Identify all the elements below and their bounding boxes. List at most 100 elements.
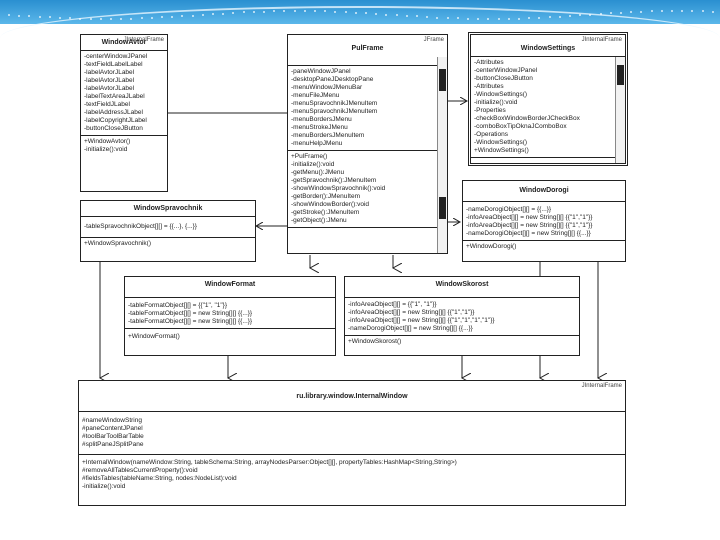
class-name: WindowSkorost	[345, 277, 579, 298]
header-dot	[650, 10, 653, 13]
class-method-row: -getMenu():JMenu	[291, 169, 345, 176]
class-attribute-row: -WindowSettings()	[474, 139, 528, 146]
header-dot	[59, 16, 61, 19]
class-window-skorost: WindowSkorost -infoAreaObject[][] = {{"1…	[344, 276, 580, 356]
class-attributes: -infoAreaObject[][] = {{"1", "1"}}-infoA…	[345, 298, 579, 336]
header-dot	[201, 13, 204, 16]
header-dot	[711, 10, 714, 13]
scrollbar-thumb[interactable]	[617, 65, 624, 85]
class-attribute-row: -infoAreaObject[][] = new String[][] {{"…	[466, 214, 593, 221]
class-attribute-row: -paneWindowJPanel	[291, 68, 351, 75]
class-method-row: -showWindowBorder():void	[291, 201, 370, 208]
class-window-settings: JInternalFrame WindowSettings -Attribute…	[468, 32, 628, 166]
header-dot	[48, 16, 51, 19]
header-dot	[620, 11, 622, 14]
header-dot	[507, 17, 510, 20]
header-dot	[283, 10, 286, 13]
header-dot	[405, 14, 408, 17]
class-attribute-row: -labelAvtorJLabel	[84, 69, 135, 76]
class-attribute-row: -infoAreaObject[][] = new String[][] {{"…	[348, 317, 495, 324]
header-dot	[8, 14, 10, 16]
class-name: WindowSpravochnik	[81, 201, 255, 217]
header-dot	[191, 14, 194, 17]
header-dot	[609, 12, 612, 15]
header-dot	[538, 16, 541, 19]
class-method-row: +InternalWindow(nameWindow:String, table…	[82, 459, 457, 466]
class-attribute-row: -buttonCloseJButton	[84, 125, 143, 132]
scrollbar[interactable]	[437, 57, 447, 253]
class-attribute-row: -comboBoxTipOknaJComboBox	[474, 123, 567, 130]
class-attribute-row: -menuHelpJMenu	[291, 140, 343, 147]
header-dot	[140, 17, 143, 20]
class-method-row: -initialize():void	[291, 161, 335, 168]
class-attribute-row: -menuStrokeJMenu	[291, 124, 348, 131]
header-dot	[110, 17, 112, 20]
class-attribute-row: -labelAvtorJLabel	[84, 77, 135, 84]
class-attribute-row: -infoAreaObject[][] = new String[][] {{"…	[348, 309, 475, 316]
class-attribute-row: -labelTextAreaJLabel	[84, 93, 145, 100]
class-attribute-row: -nameDorogiObject[][] = {{...}}	[466, 206, 552, 213]
class-attribute-row: -tableFormatObject[][] = {{"1", "1"}}	[128, 302, 228, 309]
class-method-row: +WindowAvtor()	[84, 138, 131, 145]
header-dot	[222, 12, 225, 15]
header-dot	[28, 15, 31, 18]
class-attribute-row: -menuSpravochnikJMenuItem	[291, 100, 378, 107]
class-method-row: +WindowSkorost()	[348, 338, 402, 345]
class-attribute-row: -nameDorogiObject[][] = new String[][] {…	[348, 325, 473, 332]
class-attribute-row: -menuBordersJMenu	[291, 116, 352, 123]
header-dot	[354, 11, 357, 14]
class-method-row: #removeAllTablesCurrentProperty():void	[82, 467, 198, 474]
header-dot	[660, 10, 663, 13]
header-dot	[293, 10, 296, 13]
class-stereotype: JInternalFrame	[581, 37, 622, 43]
class-attributes: -centerWindowJPanel-textFieldLabelLabel-…	[81, 51, 167, 136]
header-dot	[314, 10, 316, 13]
header-dot	[467, 17, 469, 20]
header-dot	[599, 13, 602, 16]
class-attribute-row: -infoAreaObject[][] = new String[][] {{"…	[466, 222, 593, 229]
class-attribute-row: -tableFormatObject[][] = new String[][] …	[128, 310, 253, 317]
class-method-row: +WindowFormat()	[128, 333, 180, 340]
header-dot	[701, 10, 704, 13]
class-method-row: -getStroke():JMenuItem	[291, 209, 360, 216]
header-dot	[446, 17, 449, 20]
class-method-row: -showWindowSpravochnik():void	[291, 185, 386, 192]
header-dot	[385, 13, 388, 16]
class-method-row: #fieldsTables(tableName:String, nodes:No…	[82, 475, 237, 482]
scrollbar-thumb[interactable]	[439, 197, 446, 219]
header-dot	[375, 12, 378, 15]
scrollbar[interactable]	[615, 57, 625, 163]
header-dot	[589, 13, 592, 16]
class-internal-window: JInternalFrame ru.library.window.Interna…	[78, 380, 626, 506]
class-attribute-row: #toolBarToolBarTable	[82, 433, 144, 440]
header-dot	[528, 17, 531, 20]
class-methods: +WindowSpravochnik()	[81, 238, 255, 250]
class-attribute-row: -Attributes	[474, 83, 504, 90]
header-dot	[436, 16, 439, 19]
class-methods: +WindowFormat()	[125, 329, 335, 343]
class-window-spravochnik: WindowSpravochnik -tableSpravochnikObjec…	[80, 200, 256, 262]
header-dot	[273, 10, 276, 13]
class-method-row: -getBorder():JMenuItem	[291, 193, 360, 200]
class-attribute-row: +WindowSettings()	[474, 147, 529, 154]
slide-header-bar	[0, 0, 720, 24]
class-method-row: +PulFrame()	[291, 153, 328, 160]
class-method-row: -initialize():void	[84, 146, 128, 153]
class-attribute-row: -menuWindowJMenuBar	[291, 84, 363, 91]
class-attributes: -paneWindowJPanel-desktopPaneJDesktopPan…	[288, 66, 447, 151]
header-dot	[630, 11, 633, 14]
class-name: WindowDorogi	[463, 181, 625, 202]
scrollbar-thumb[interactable]	[439, 69, 446, 91]
header-dot	[426, 16, 429, 19]
header-dot	[212, 13, 214, 16]
header-dot	[303, 10, 306, 13]
class-attribute-row: -labelAddressJLabel	[84, 109, 143, 116]
header-dot	[120, 17, 123, 20]
class-methods: +WindowSkorost()	[345, 336, 579, 348]
header-dot	[252, 10, 255, 13]
class-attribute-row: -checkBoxWindowBorderJCheckBox	[474, 115, 580, 122]
class-attribute-row: -buttonCloseJButton	[474, 75, 533, 82]
class-attribute-row: -menuSpravochnikJMenuItem	[291, 108, 378, 115]
header-dot	[487, 17, 490, 20]
